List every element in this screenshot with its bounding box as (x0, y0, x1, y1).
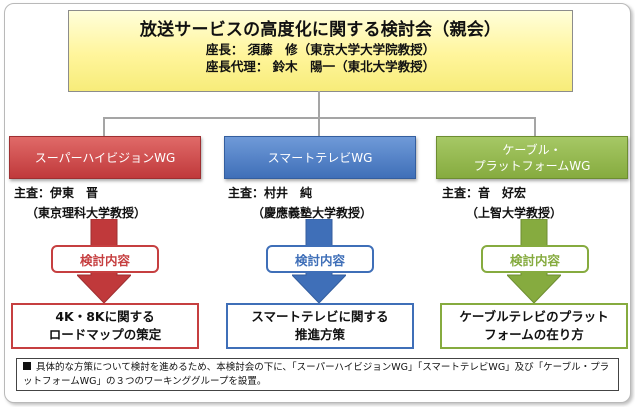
connector-center (318, 117, 320, 136)
bullet-square-icon (23, 362, 31, 370)
wg3-result-line2: フォームの在り方 (484, 327, 584, 342)
wg-super-hi-vision: スーパーハイビジョンWG (9, 136, 201, 179)
wg3-result-line1: ケーブルテレビのプラット (459, 309, 609, 324)
connector-right (534, 117, 536, 136)
footnote-text: 具体的な方策について検討を進めるため、本検討会の下に、「スーパーハイビジョンWG… (23, 362, 610, 387)
parent-committee-box: 放送サービスの高度化に関する検討会（親会） 座長： 須藤 修（東京大学大学院教授… (68, 10, 573, 92)
wg2-chair: 主査：村井 純 （慶應義塾大学教授） (228, 183, 372, 223)
wg1-chair-name: 主査：伊東 晋 (14, 186, 99, 200)
wg3-chair: 主査：音 好宏 （上智大学教授） (442, 183, 562, 223)
connector-trunk (318, 91, 320, 118)
wg2-chair-affiliation: （慶應義塾大学教授） (252, 206, 373, 220)
wg-smart-tv-label: スマートテレビWG (267, 150, 373, 165)
wg2-result-line2: 推進方策 (294, 327, 345, 342)
wg-cable-platform: ケーブル・ プラットフォームWG (436, 136, 628, 179)
wg3-result-box: ケーブルテレビのプラット フォームの在り方 (440, 303, 628, 349)
wg1-chair-affiliation: （東京理科大学教授） (26, 206, 147, 220)
wg-cable-platform-label-line2: プラットフォームWG (473, 158, 591, 173)
wg3-chair-affiliation: （上智大学教授） (466, 206, 563, 220)
wg2-process-label: 検討内容 (266, 245, 374, 273)
wg1-process-label: 検討内容 (51, 245, 159, 273)
wg2-chair-name: 主査：村井 純 (228, 186, 313, 200)
wg-cable-platform-label-line1: ケーブル・ (502, 142, 562, 157)
connector-left (103, 117, 105, 136)
wg2-result-box: スマートテレビに関する 推進方策 (226, 303, 414, 349)
wg1-result-line2: ロードマップの策定 (48, 327, 162, 342)
wg3-chair-name: 主査：音 好宏 (442, 186, 527, 200)
wg1-result-box: 4K・8Kに関する ロードマップの策定 (11, 303, 199, 349)
wg-smart-tv: スマートテレビWG (224, 136, 416, 179)
wg3-process-label: 検討内容 (481, 245, 589, 273)
committee-title: 放送サービスの高度化に関する検討会（親会） (139, 20, 502, 40)
wg1-chair: 主査：伊東 晋 （東京理科大学教授） (14, 183, 146, 223)
wg1-result-line1: 4K・8Kに関する (55, 309, 155, 324)
footnote-box: 具体的な方策について検討を進めるため、本検討会の下に、「スーパーハイビジョンWG… (16, 358, 619, 391)
wg2-result-line1: スマートテレビに関する (251, 309, 389, 324)
wg-super-hi-vision-label: スーパーハイビジョンWG (34, 150, 176, 165)
committee-chair: 座長： 須藤 修（東京大学大学院教授） (205, 42, 436, 57)
committee-deputy-chair: 座長代理： 鈴木 陽一（東北大学教授） (205, 59, 436, 74)
